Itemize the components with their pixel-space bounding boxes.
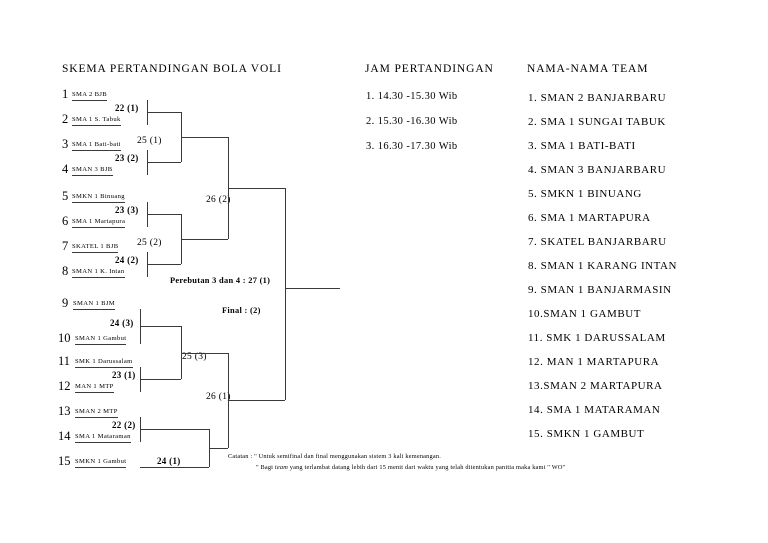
team-list-item: 7. SKATEL BANJARBARU [528, 236, 667, 248]
seed-name: SMAN 1 K. Intan [72, 268, 125, 278]
team-list-item: 14. SMA 1 MATARAMAN [528, 404, 661, 416]
team-list-item: 1. SMAN 2 BANJARBARU [528, 92, 667, 104]
team-list-item: 13.SMAN 2 MARTAPURA [528, 380, 663, 392]
match-code: 25 (2) [137, 238, 162, 248]
team-list-item: 4. SMAN 3 BANJARBARU [528, 164, 667, 176]
match-code: 25 (1) [137, 136, 162, 146]
note-line-2-part-a: '' Bagi [256, 464, 275, 471]
match-code: 22 (2) [112, 420, 136, 430]
bracket-connector [285, 188, 287, 400]
final-label: Final : (2) [222, 306, 261, 315]
bracket-connector [147, 214, 181, 216]
schedule-item: 3. 16.30 -17.30 Wib [366, 141, 458, 152]
seed-name: SMAN 1 BJM [73, 300, 115, 310]
seed-name: SMK 1 Darussalam [75, 358, 133, 368]
seed-name: SMKN 1 Binuang [72, 193, 125, 203]
seed-number: 10 [58, 331, 71, 345]
bracket-connector [140, 326, 181, 328]
team-list-item: 9. SMAN 1 BANJARMASIN [528, 284, 672, 296]
seed-number: 12 [58, 379, 71, 393]
bracket-connector [181, 326, 183, 379]
bracket-connector [140, 379, 181, 381]
seed-number: 13 [58, 404, 71, 418]
bracket-connector [140, 429, 209, 431]
bracket-connector [209, 448, 228, 450]
seed-name: SMAN 2 MTP [75, 408, 118, 418]
seed-name: SMA 1 Martapura [72, 218, 126, 228]
champion-line [285, 288, 340, 290]
team-list-item: 11. SMK 1 DARUSSALAM [528, 332, 666, 344]
seed-name: SMAN 3 BJB [72, 166, 113, 176]
bracket-connector [147, 112, 181, 114]
teams-heading: NAMA-NAMA TEAM [527, 63, 649, 75]
bracket-connector [147, 264, 181, 266]
bracket-connector [181, 137, 228, 139]
team-list-item: 5. SMKN 1 BINUANG [528, 188, 642, 200]
seed-number: 1 [62, 87, 69, 101]
match-code: 24 (3) [110, 318, 134, 328]
match-code: 24 (2) [115, 255, 139, 265]
seed-name: SMA 1 Bati-bati [72, 141, 121, 151]
match-code: 23 (2) [115, 153, 139, 163]
match-code: 22 (1) [115, 103, 139, 113]
team-list-item: 8. SMAN 1 KARANG INTAN [528, 260, 678, 272]
match-code: 24 (1) [157, 456, 181, 466]
seed-name: SMA 1 Mataraman [75, 433, 131, 443]
bracket-connector [228, 400, 285, 402]
schedule-item: 2. 15.30 -16.30 Wib [366, 116, 458, 127]
seed-number: 6 [62, 214, 69, 228]
team-list-item: 12. MAN 1 MARTAPURA [528, 356, 660, 368]
team-list-item: 10.SMAN 1 GAMBUT [528, 308, 642, 320]
team-list-item: 15. SMKN 1 GAMBUT [528, 428, 645, 440]
seed-name: SMA 1 S. Tabuk [72, 116, 121, 126]
bracket-connector [181, 239, 228, 241]
team-list-item: 3. SMA 1 BATI-BATI [528, 140, 636, 152]
seed-number: 4 [62, 162, 69, 176]
seed-name: SMAN 1 Gambut [75, 335, 127, 345]
seed-name: MAN 1 MTP [75, 383, 114, 393]
seed-number: 7 [62, 239, 69, 253]
bracket-connector [147, 162, 181, 164]
seed-name: SKATEL 1 BJB [72, 243, 119, 253]
note-line-2: '' Bagi team yang terlambat datang lebih… [256, 464, 565, 471]
match-code: 23 (1) [112, 370, 136, 380]
team-list-item: 6. SMA 1 MARTAPURA [528, 212, 651, 224]
bracket-heading: SKEMA PERTANDINGAN BOLA VOLI [62, 63, 282, 75]
team-list-item: 2. SMA 1 SUNGAI TABUK [528, 116, 666, 128]
match-code: 23 (3) [115, 205, 139, 215]
seed-number: 11 [58, 354, 71, 368]
note-line-2-emphasis: team [274, 464, 288, 471]
seed-name: SMKN 1 Gambut [75, 458, 127, 468]
seed-number: 9 [62, 296, 69, 310]
bracket-connector [228, 188, 285, 190]
seed-name: SMA 2 BJB [72, 91, 108, 101]
third-place-label: Perebutan 3 dan 4 : 27 (1) [170, 276, 271, 285]
seed-number: 2 [62, 112, 69, 126]
bracket-connector [181, 353, 228, 355]
seed-number: 8 [62, 264, 69, 278]
seed-number: 3 [62, 137, 69, 151]
bracket-connector [140, 467, 209, 469]
note-line-1: Catatan : '' Untuk semifinal dan final m… [228, 453, 441, 460]
seed-number: 15 [58, 454, 71, 468]
seed-number: 5 [62, 189, 69, 203]
seed-number: 14 [58, 429, 71, 443]
match-code: 26 (1) [206, 392, 231, 402]
match-code: 25 (3) [182, 352, 207, 362]
schedule-heading: JAM PERTANDINGAN [365, 63, 494, 75]
match-code: 26 (2) [206, 195, 231, 205]
schedule-item: 1. 14.30 -15.30 Wib [366, 91, 458, 102]
note-line-2-part-b: yang terlambat datang lebih dari 15 meni… [287, 464, 566, 471]
